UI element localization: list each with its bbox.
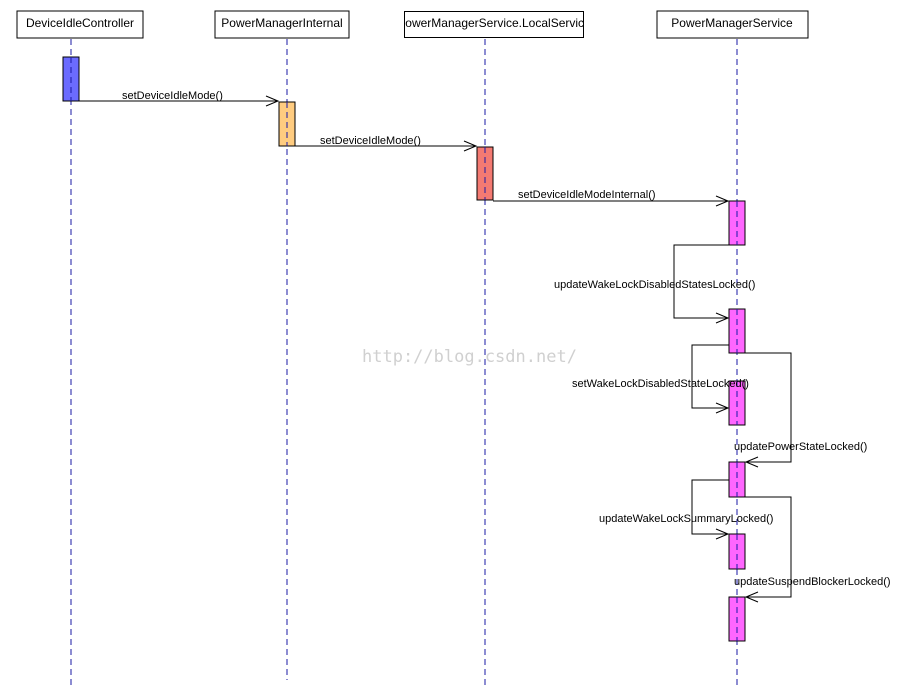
message-label-7: updateWakeLockSummaryLocked() <box>599 513 773 525</box>
message-arrow-4 <box>673 244 730 324</box>
lifeline-label: DeviceIdleController <box>26 16 134 30</box>
message-label-5: setWakeLockDisabledStateLocked() <box>572 378 749 390</box>
lifeline-heads: DeviceIdleController PowerManagerInterna… <box>16 10 809 39</box>
message-label-6: updatePowerStateLocked() <box>734 441 867 453</box>
message-label-2: setDeviceIdleMode() <box>320 135 421 147</box>
message-arrow-8 <box>744 496 792 603</box>
lifeline-label: PowerManagerService.LocalService <box>397 16 591 30</box>
message-arrow-5 <box>691 344 730 414</box>
lifeline-label: PowerManagerInternal <box>221 16 342 30</box>
lifeline-label: PowerManagerService <box>671 16 793 30</box>
lifeline-head-power-manager-internal: PowerManagerInternal <box>214 10 350 39</box>
lifeline-head-local-service: PowerManagerService.LocalService <box>397 11 591 38</box>
lifeline-head-power-manager-service: PowerManagerService <box>656 10 809 39</box>
message-arrow-3 <box>493 195 730 207</box>
activation-dashes <box>70 57 738 641</box>
message-label-3: setDeviceIdleModeInternal() <box>518 189 656 201</box>
lifeline-head-device-idle-controller: DeviceIdleController <box>16 10 144 39</box>
message-label-8: updateSuspendBlockerLocked() <box>734 576 891 588</box>
message-label-4: updateWakeLockDisabledStatesLocked() <box>554 279 755 291</box>
message-labels: setDeviceIdleMode() setDeviceIdleMode() … <box>122 90 891 588</box>
message-arrow-6 <box>744 352 792 468</box>
message-label-1: setDeviceIdleMode() <box>122 90 223 102</box>
watermark-text: http://blog.csdn.net/ <box>362 347 577 367</box>
message-arrow-2 <box>295 140 478 152</box>
lifeline-dashes <box>70 39 738 685</box>
message-arrow-1 <box>79 95 280 107</box>
message-arrow-7 <box>691 479 730 540</box>
message-arrows <box>79 95 792 603</box>
